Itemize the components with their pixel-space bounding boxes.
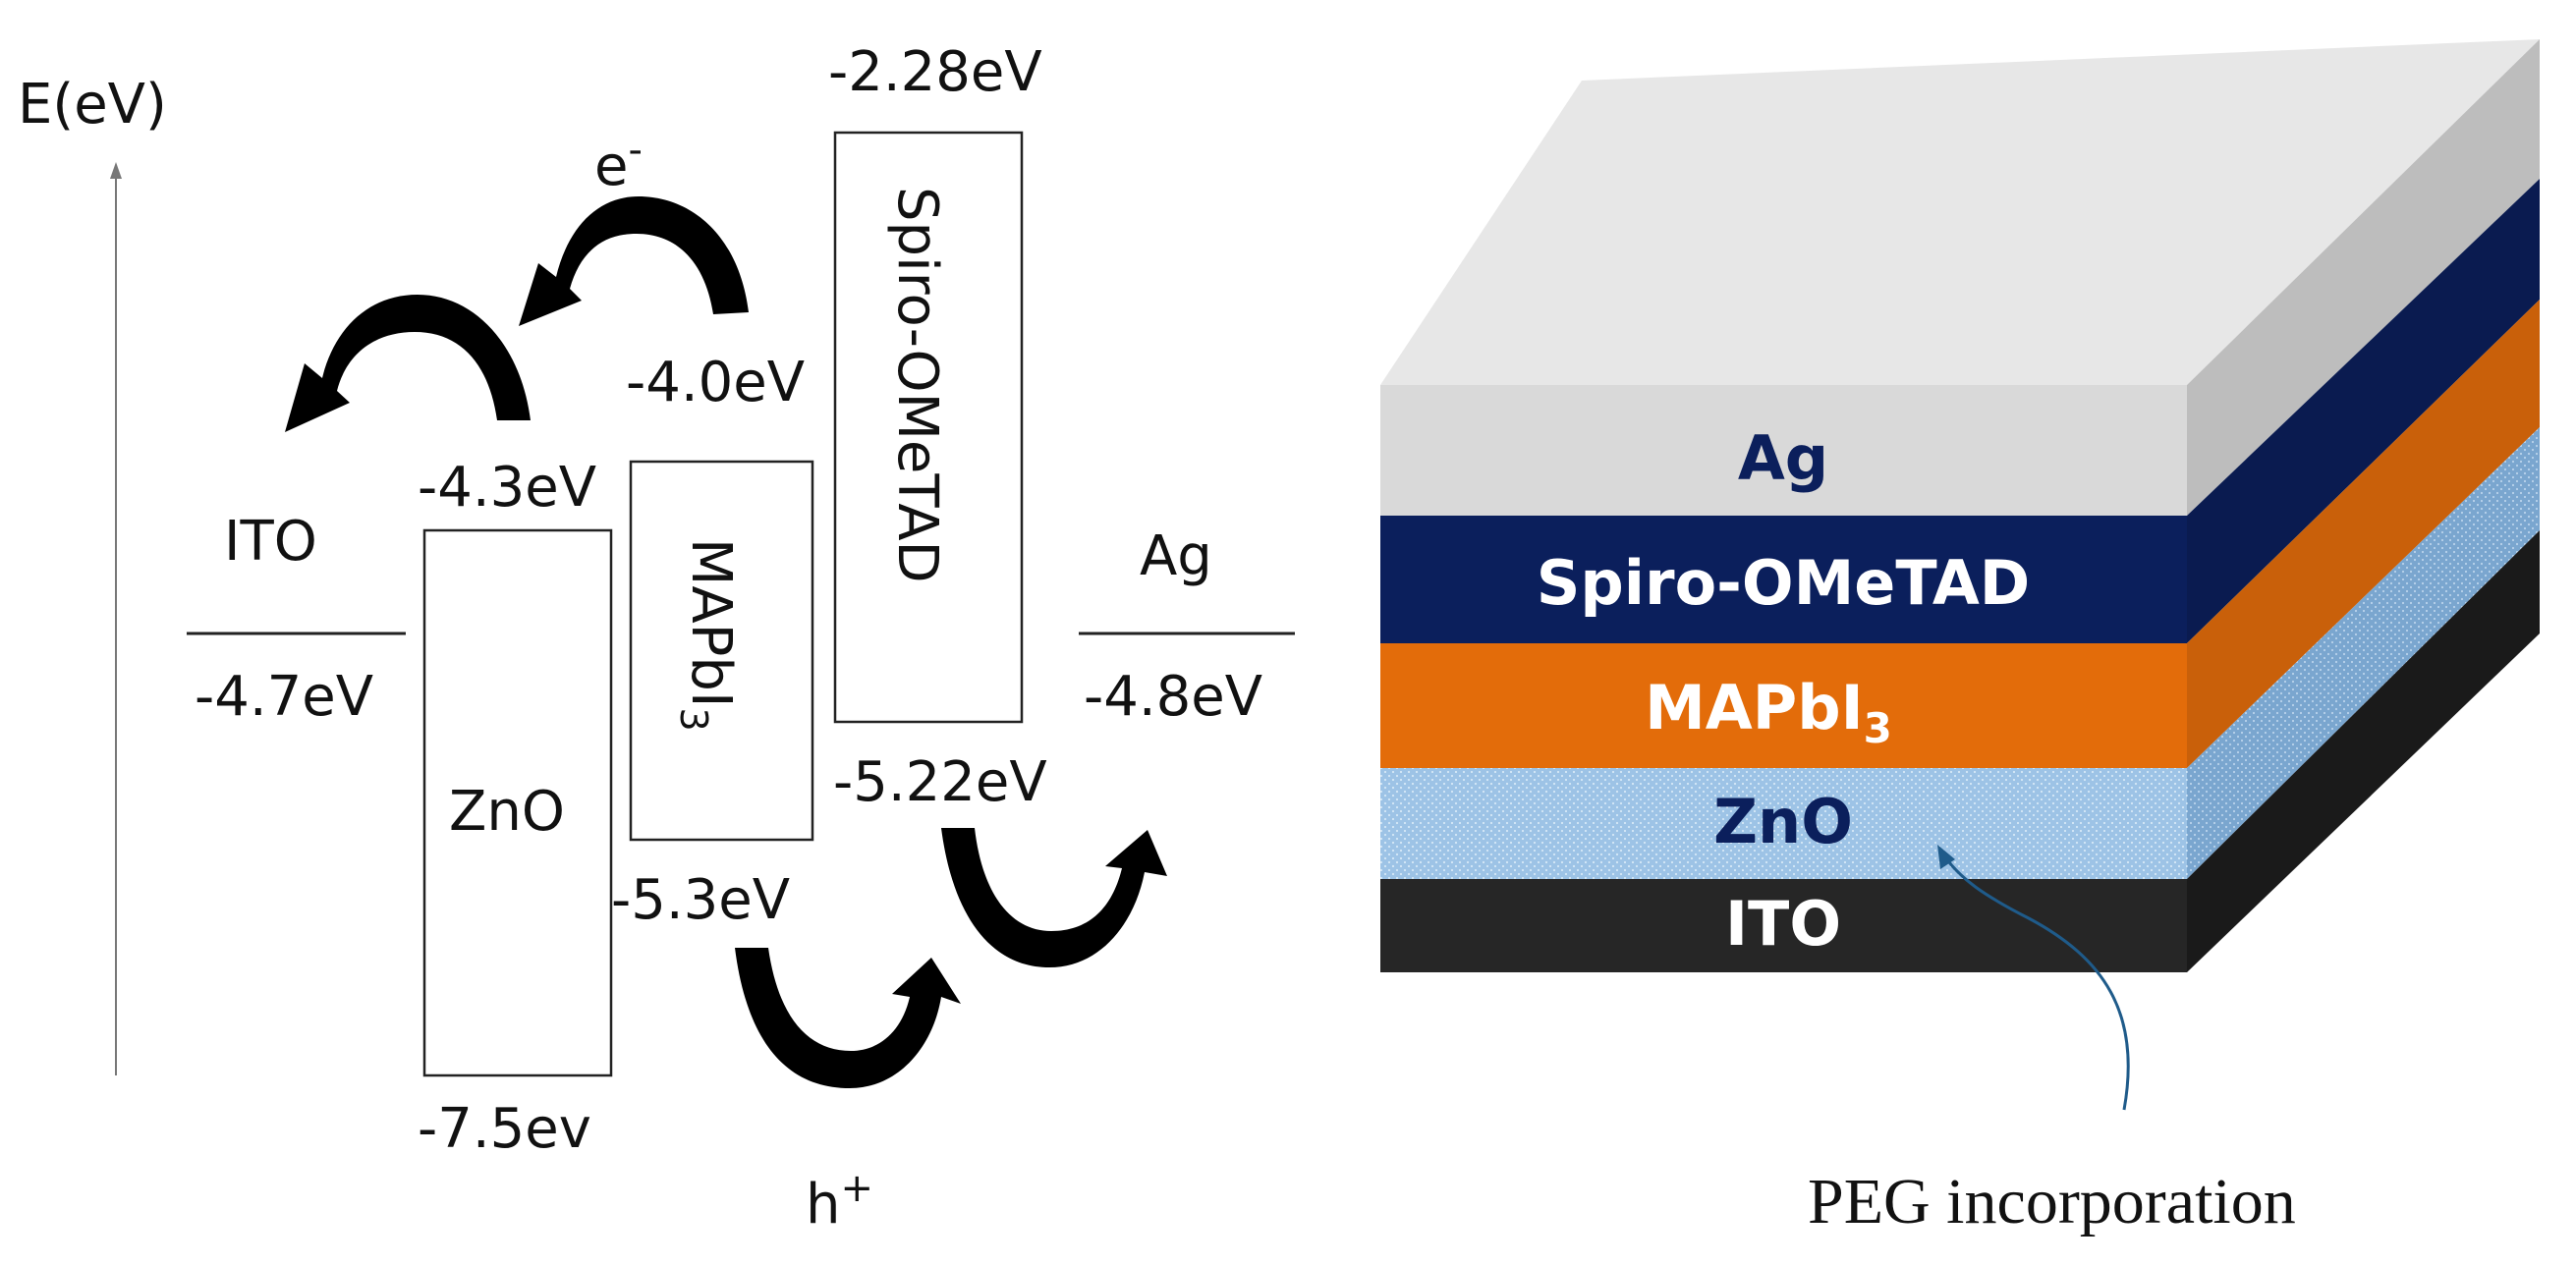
spiro-band-box xyxy=(833,131,1024,724)
mapbi-bottom-value: -5.3eV xyxy=(611,868,790,932)
electron-label: e- xyxy=(594,128,643,198)
mapbi-layer-label-sub: 3 xyxy=(1864,704,1892,752)
mapbi-side-face xyxy=(2187,300,2540,768)
ito-layer-label: ITO xyxy=(1725,888,1841,960)
zno-band-box xyxy=(422,528,613,1077)
hole-arrow-spiro-to-ag xyxy=(941,828,1167,967)
hole-label: h+ xyxy=(806,1166,873,1237)
zno-top-value: -4.3eV xyxy=(418,456,596,520)
mapbi-layer xyxy=(1380,643,2187,768)
ito-label: ITO xyxy=(224,510,317,574)
zno-side-face xyxy=(2187,427,2540,879)
ag-layer xyxy=(1380,385,2187,516)
mapbi-top-value: -4.0eV xyxy=(626,351,805,414)
electron-label-sup: - xyxy=(628,128,642,173)
zno-label: ZnO xyxy=(449,780,565,844)
device-stack: Ag Spiro-OMeTAD MAPbI3 ZnO ITO PEG incor… xyxy=(1380,39,2540,1238)
electron-arrow-spiro-to-zno xyxy=(519,196,749,326)
ag-top-face xyxy=(1380,39,2540,385)
peg-annotation-arrowhead xyxy=(1937,845,1955,869)
hole-arrow-mapbi-to-spiro xyxy=(735,948,961,1088)
energy-axis-label: E(eV) xyxy=(18,73,167,137)
zno-bottom-value: -7.5ev xyxy=(418,1097,591,1161)
mapbi-layer-label-main: MAPbI xyxy=(1645,672,1864,743)
energy-axis-arrowhead xyxy=(110,162,122,179)
ag-label: Ag xyxy=(1140,524,1212,588)
electron-arrow-zno-to-ito xyxy=(285,295,531,432)
energy-level-diagram: E(eV) ITO -4.7eV Ag -4.8eV ZnO -4.3eV -7… xyxy=(18,40,1295,1237)
ito-side-face xyxy=(2187,530,2540,972)
mapbi-label-sub: 3 xyxy=(672,707,715,731)
mapbi-band-box xyxy=(629,460,814,842)
spiro-side-face xyxy=(2187,179,2540,643)
zno-layer xyxy=(1380,768,2187,879)
ito-level-value: -4.7eV xyxy=(195,665,373,729)
spiro-layer xyxy=(1380,516,2187,643)
spiro-label: Spiro-OMeTAD xyxy=(885,187,949,583)
spiro-layer-label: Spiro-OMeTAD xyxy=(1537,547,2031,619)
mapbi-layer-label: MAPbI3 xyxy=(1645,672,1892,752)
spiro-top-value: -2.28eV xyxy=(828,40,1042,104)
mapbi-label-main: MAPbI xyxy=(679,538,743,707)
ag-layer-label: Ag xyxy=(1738,422,1828,494)
electron-label-main: e xyxy=(594,135,628,198)
ag-side-face xyxy=(2187,39,2540,516)
spiro-bottom-value: -5.22eV xyxy=(833,750,1047,814)
mapbi-label: MAPbI3 xyxy=(672,538,743,732)
ag-level-value: -4.8eV xyxy=(1084,665,1262,729)
peg-annotation-arrow xyxy=(1941,853,2130,1111)
hole-label-main: h xyxy=(806,1173,841,1237)
peg-annotation-label: PEG incorporation xyxy=(1808,1166,2296,1238)
hole-label-sup: + xyxy=(841,1166,874,1211)
ito-layer xyxy=(1380,879,2187,972)
zno-layer-label: ZnO xyxy=(1713,786,1853,857)
